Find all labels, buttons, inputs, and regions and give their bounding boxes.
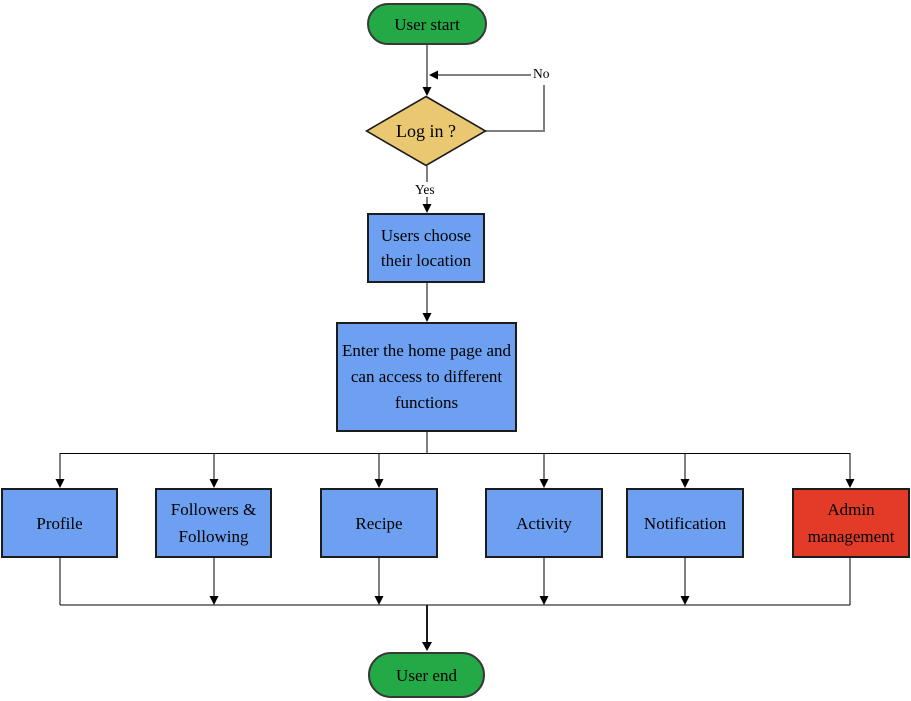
edge-label-yes: Yes xyxy=(413,182,437,197)
node-user-start-label: User start xyxy=(394,14,460,34)
node-enter-home-label: Enter the home page and can access to di… xyxy=(342,341,511,412)
node-users-choose: Users choose their location xyxy=(367,213,485,283)
node-login-decision: Log in ? xyxy=(365,95,487,167)
node-notification: Notification xyxy=(626,488,744,558)
node-activity: Activity xyxy=(485,488,603,558)
node-notification-label: Notification xyxy=(643,513,727,533)
node-followers-following-label: Followers & Following xyxy=(170,500,257,546)
node-profile: Profile xyxy=(1,488,118,558)
node-admin-management-label: Admin management xyxy=(807,500,895,546)
diamond-shape-icon xyxy=(365,95,487,167)
node-recipe: Recipe xyxy=(320,488,438,558)
node-profile-label: Profile xyxy=(36,513,83,533)
node-enter-home: Enter the home page and can access to di… xyxy=(336,322,517,432)
edge-label-no: No xyxy=(531,66,552,81)
node-followers-following: Followers & Following xyxy=(155,488,272,558)
node-login-label: Log in ? xyxy=(396,120,456,141)
node-user-end: User end xyxy=(368,652,485,698)
node-user-start: User start xyxy=(367,3,487,45)
node-recipe-label: Recipe xyxy=(355,513,403,533)
node-users-choose-label: Users choose their location xyxy=(380,226,472,270)
node-user-end-label: User end xyxy=(396,665,457,685)
node-admin-management: Admin management xyxy=(792,488,910,558)
node-activity-label: Activity xyxy=(516,513,572,533)
